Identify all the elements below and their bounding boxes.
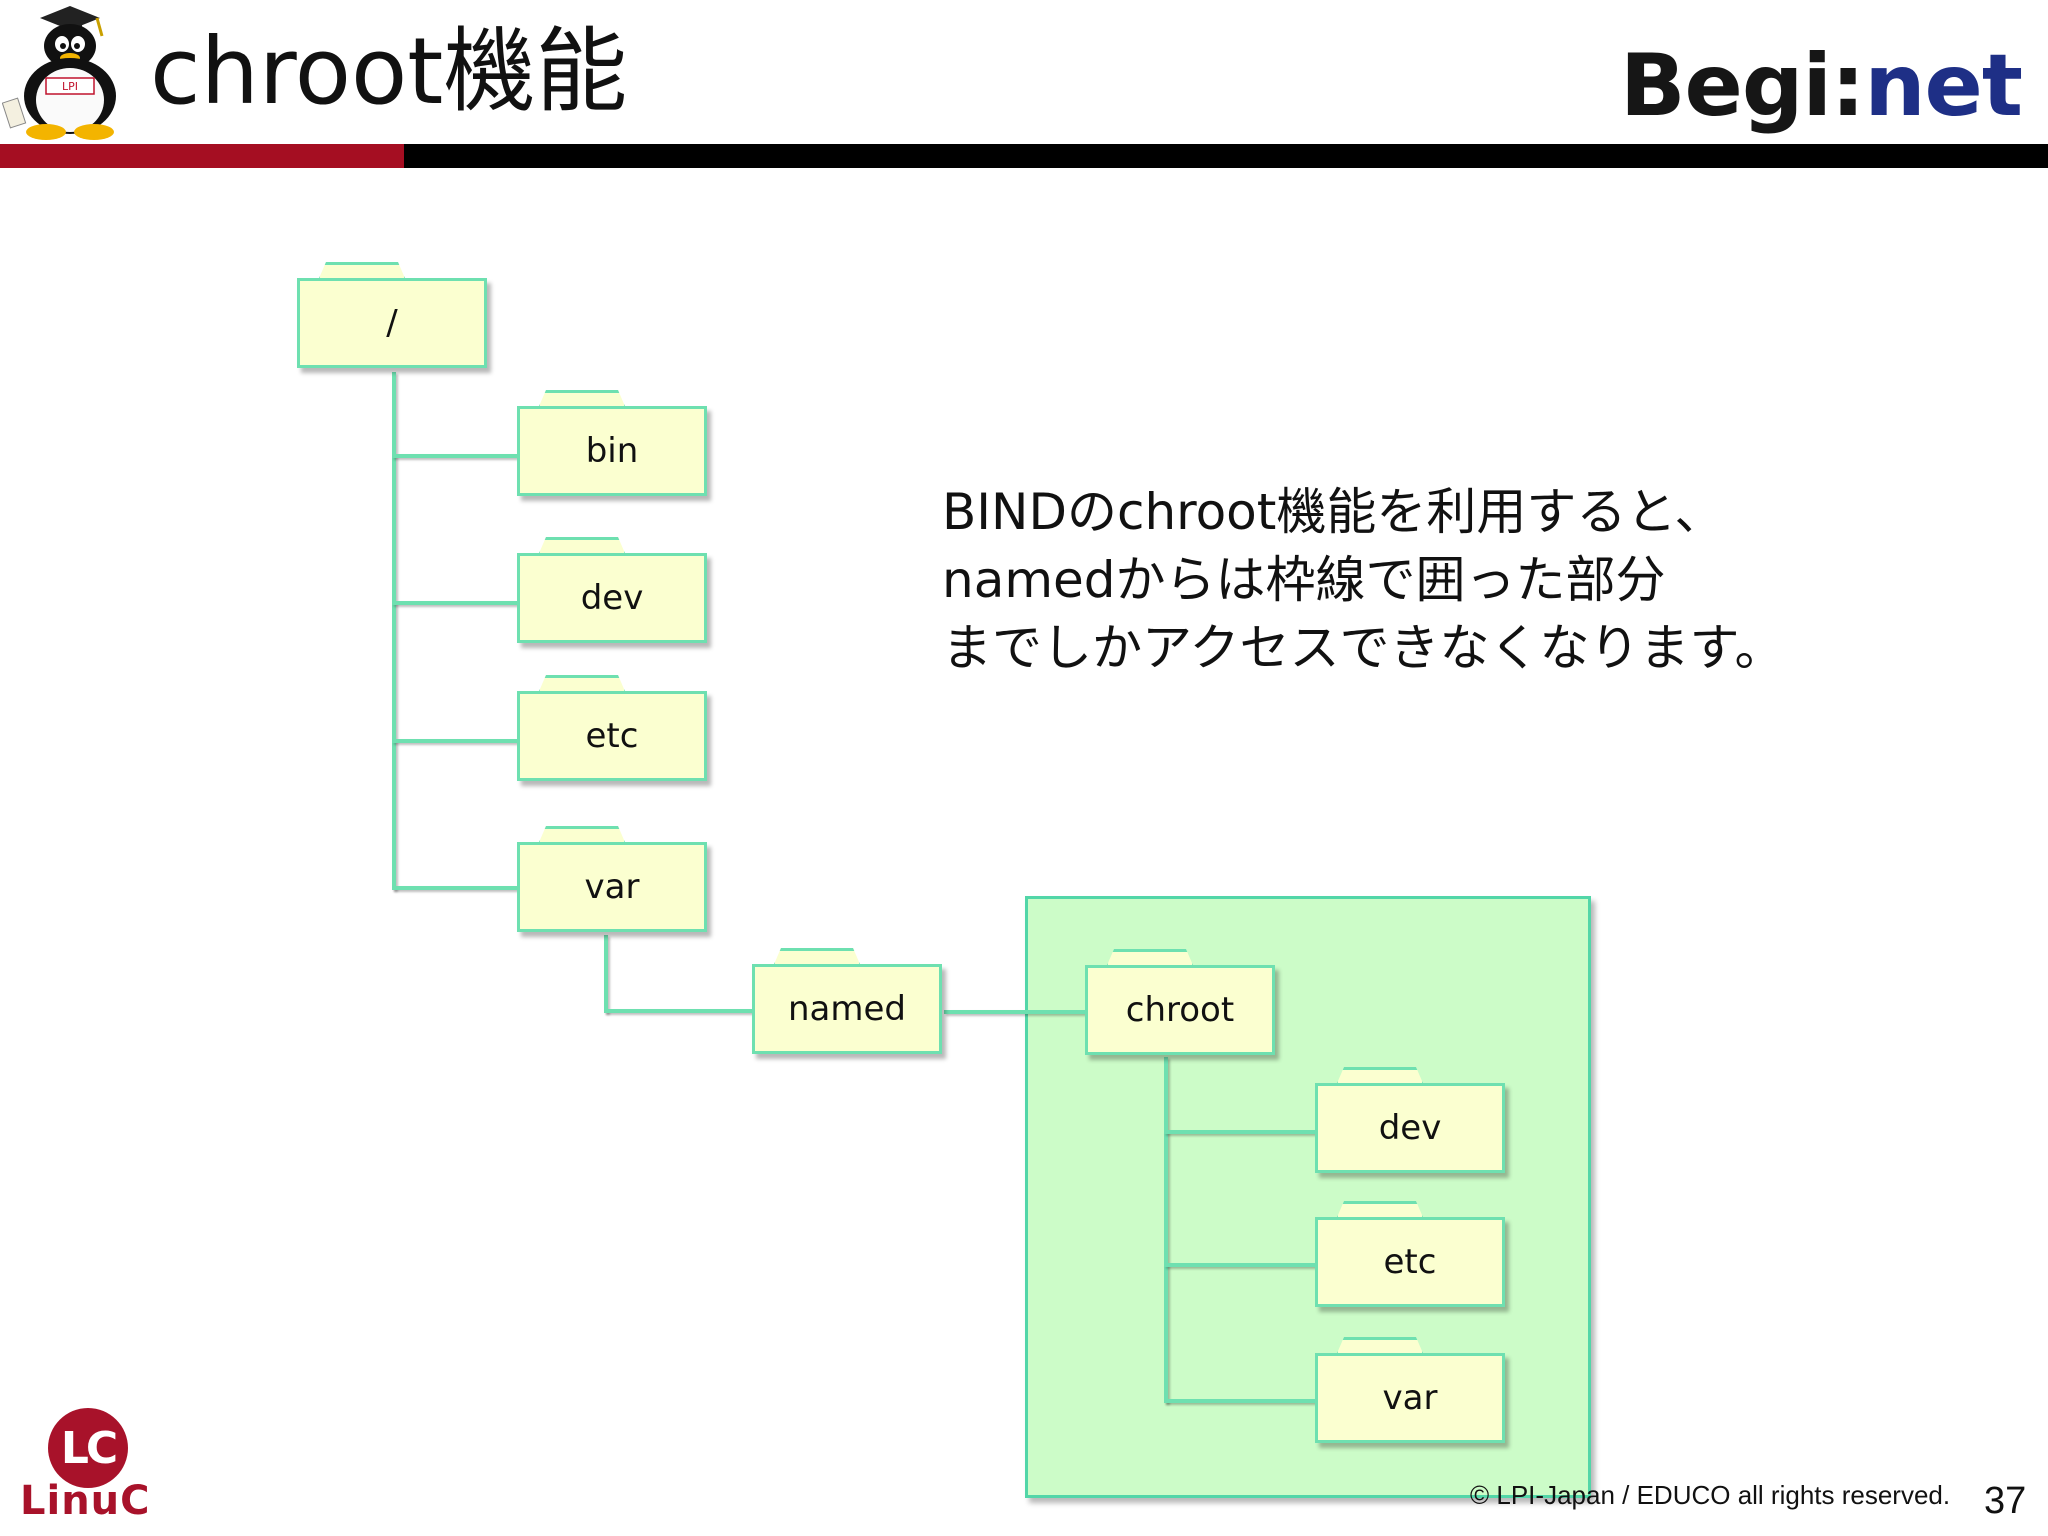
description-line-3: までしかアクセスできなくなります。 xyxy=(942,619,1785,677)
svg-text:LPI: LPI xyxy=(62,80,78,93)
folder-label-etc: etc xyxy=(517,691,707,781)
folder-label-chroot: chroot xyxy=(1085,965,1275,1055)
folder-named: named xyxy=(752,948,942,1054)
root-to-dev-line xyxy=(392,601,518,605)
folder-chroot-etc: etc xyxy=(1315,1201,1505,1307)
folder-chroot-var: var xyxy=(1315,1337,1505,1443)
folder-label-chroot-dev: dev xyxy=(1315,1083,1505,1173)
folder-label-named: named xyxy=(752,964,942,1054)
root-to-var-line xyxy=(392,886,518,890)
beginet-logo: Begi:net xyxy=(1620,36,2023,136)
logo-net-text: net xyxy=(1864,36,2023,136)
named-to-chroot-line xyxy=(944,1010,1086,1014)
chroot-to-dev-line xyxy=(1164,1130,1316,1134)
folder-chroot-dev: dev xyxy=(1315,1067,1505,1173)
folder-label-root: / xyxy=(297,278,487,368)
var-to-named-line xyxy=(604,1009,754,1013)
root-to-bin-line xyxy=(392,454,518,458)
folder-label-dev: dev xyxy=(517,553,707,643)
chroot-trunk-line xyxy=(1164,1057,1168,1403)
root-trunk-line xyxy=(392,372,396,890)
folder-label-chroot-var: var xyxy=(1315,1353,1505,1443)
logo-colon-text: : xyxy=(1830,36,1865,136)
root-to-etc-line xyxy=(392,739,518,743)
folder-dev: dev xyxy=(517,537,707,643)
chroot-to-var-line xyxy=(1164,1399,1316,1403)
folder-chroot: chroot xyxy=(1085,949,1275,1055)
description-text: BINDのchroot機能を利用すると、 namedからは枠線で囲った部分 まで… xyxy=(942,478,1842,682)
folder-label-bin: bin xyxy=(517,406,707,496)
logo-begi-text: Begi xyxy=(1620,36,1832,136)
folder-label-chroot-etc: etc xyxy=(1315,1217,1505,1307)
folder-var: var xyxy=(517,826,707,932)
linuc-logo-word: LinuC xyxy=(20,1478,151,1524)
header-bar-black xyxy=(404,144,2048,168)
penguin-mascot-icon: LPI xyxy=(2,6,116,140)
folder-bin: bin xyxy=(517,390,707,496)
description-line-2: namedからは枠線で囲った部分 xyxy=(942,551,1666,609)
copyright-text: © LPI-Japan / EDUCO all rights reserved. xyxy=(1470,1480,1951,1510)
header-bar-red xyxy=(0,144,404,168)
page-title: chroot機能 xyxy=(150,18,628,125)
description-line-1: BINDのchroot機能を利用すると、 xyxy=(942,483,1725,541)
folder-etc: etc xyxy=(517,675,707,781)
linuc-logo-mark: LC xyxy=(48,1408,128,1488)
folder-label-var: var xyxy=(517,842,707,932)
chroot-to-etc-line xyxy=(1164,1263,1316,1267)
page-number: 37 xyxy=(1984,1480,2027,1522)
var-trunk-line xyxy=(604,935,608,1013)
folder-root: / xyxy=(297,262,487,368)
